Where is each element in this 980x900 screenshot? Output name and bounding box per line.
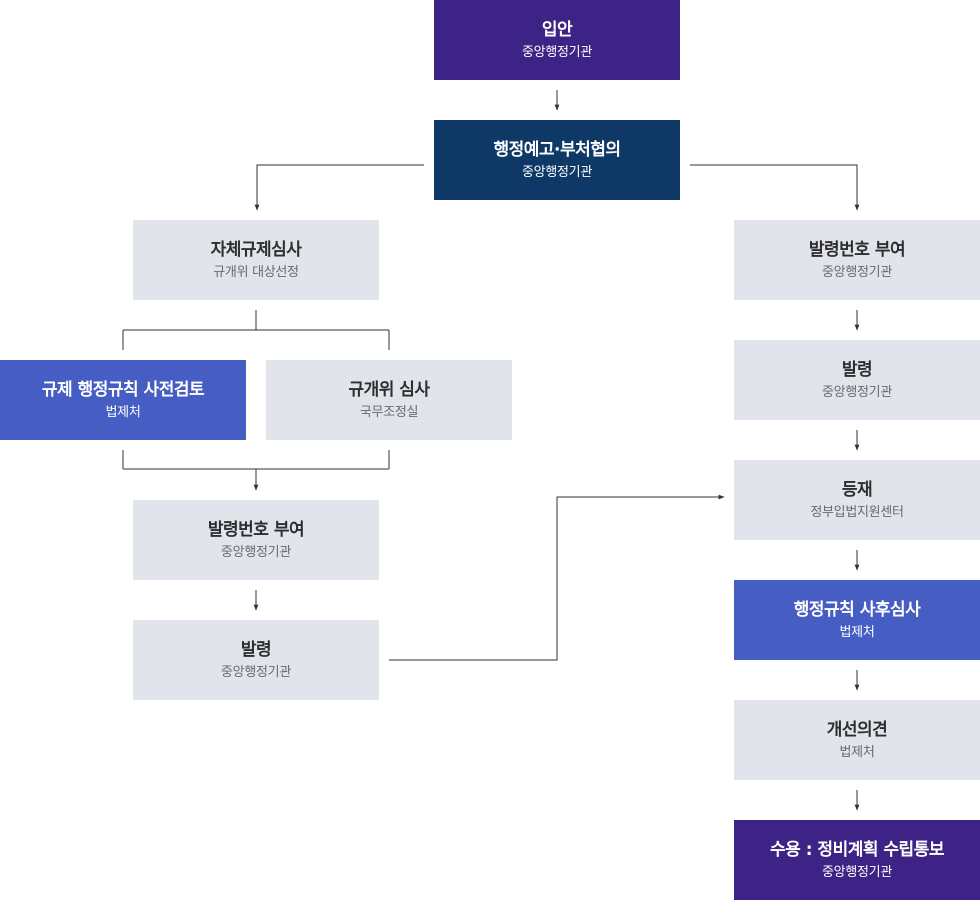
node-self-review-agency: 규개위 대상선정	[213, 264, 299, 280]
node-issue-number-right: 발령번호 부여 중앙행정기관	[734, 220, 980, 300]
node-issue-left-title: 발령	[240, 639, 272, 660]
node-prereview-title: 규제 행정규칙 사전검토	[41, 379, 205, 400]
node-issue-right: 발령 중앙행정기관	[734, 340, 980, 420]
node-publish-agency: 정부입법지원센터	[810, 504, 904, 520]
node-opinion-agency: 법제처	[839, 744, 875, 760]
node-intake-title: 입안	[541, 19, 573, 40]
node-number-left-title: 발령번호 부여	[207, 519, 305, 540]
arrow-issue-left-to-publish	[389, 494, 725, 661]
arrow-notice-to-number-right	[690, 164, 860, 211]
node-committee-agency: 국무조정실	[359, 404, 419, 420]
node-number-left-agency: 중앙행정기관	[221, 544, 291, 560]
node-publish: 등재 정부입법지원센터	[734, 460, 980, 540]
node-notice-agency: 중앙행정기관	[522, 164, 592, 180]
node-accept-agency: 중앙행정기관	[822, 864, 892, 880]
node-accept-title: 수용 : 정비계획 수립통보	[770, 839, 944, 860]
arrow-notice-to-self-review	[254, 164, 424, 211]
node-notice-consultation: 행정예고·부처협의 중앙행정기관	[434, 120, 680, 200]
node-publish-title: 등재	[841, 479, 873, 500]
node-self-review-title: 자체규제심사	[210, 239, 302, 260]
node-post-review: 행정규칙 사후심사 법제처	[734, 580, 980, 660]
node-post-review-title: 행정규칙 사후심사	[793, 599, 921, 620]
node-post-review-agency: 법제처	[839, 624, 875, 640]
node-issue-number-left: 발령번호 부여 중앙행정기관	[133, 500, 379, 580]
node-intake: 입안 중앙행정기관	[434, 0, 680, 80]
node-committee-title: 규개위 심사	[348, 379, 430, 400]
node-improvement-opinion: 개선의견 법제처	[734, 700, 980, 780]
node-prereview-agency: 법제처	[105, 404, 141, 420]
node-number-right-title: 발령번호 부여	[808, 239, 906, 260]
node-accept-plan: 수용 : 정비계획 수립통보 중앙행정기관	[734, 820, 980, 900]
node-regulation-prereview: 규제 행정규칙 사전검토 법제처	[0, 360, 246, 440]
node-issue-left-agency: 중앙행정기관	[221, 664, 291, 680]
node-issue-right-title: 발령	[841, 359, 873, 380]
node-committee-review: 규개위 심사 국무조정실	[266, 360, 512, 440]
node-opinion-title: 개선의견	[826, 719, 888, 740]
node-notice-title: 행정예고·부처협의	[493, 139, 621, 160]
node-intake-agency: 중앙행정기관	[522, 44, 592, 60]
node-self-review: 자체규제심사 규개위 대상선정	[133, 220, 379, 300]
node-issue-right-agency: 중앙행정기관	[822, 384, 892, 400]
node-number-right-agency: 중앙행정기관	[822, 264, 892, 280]
node-issue-left: 발령 중앙행정기관	[133, 620, 379, 700]
